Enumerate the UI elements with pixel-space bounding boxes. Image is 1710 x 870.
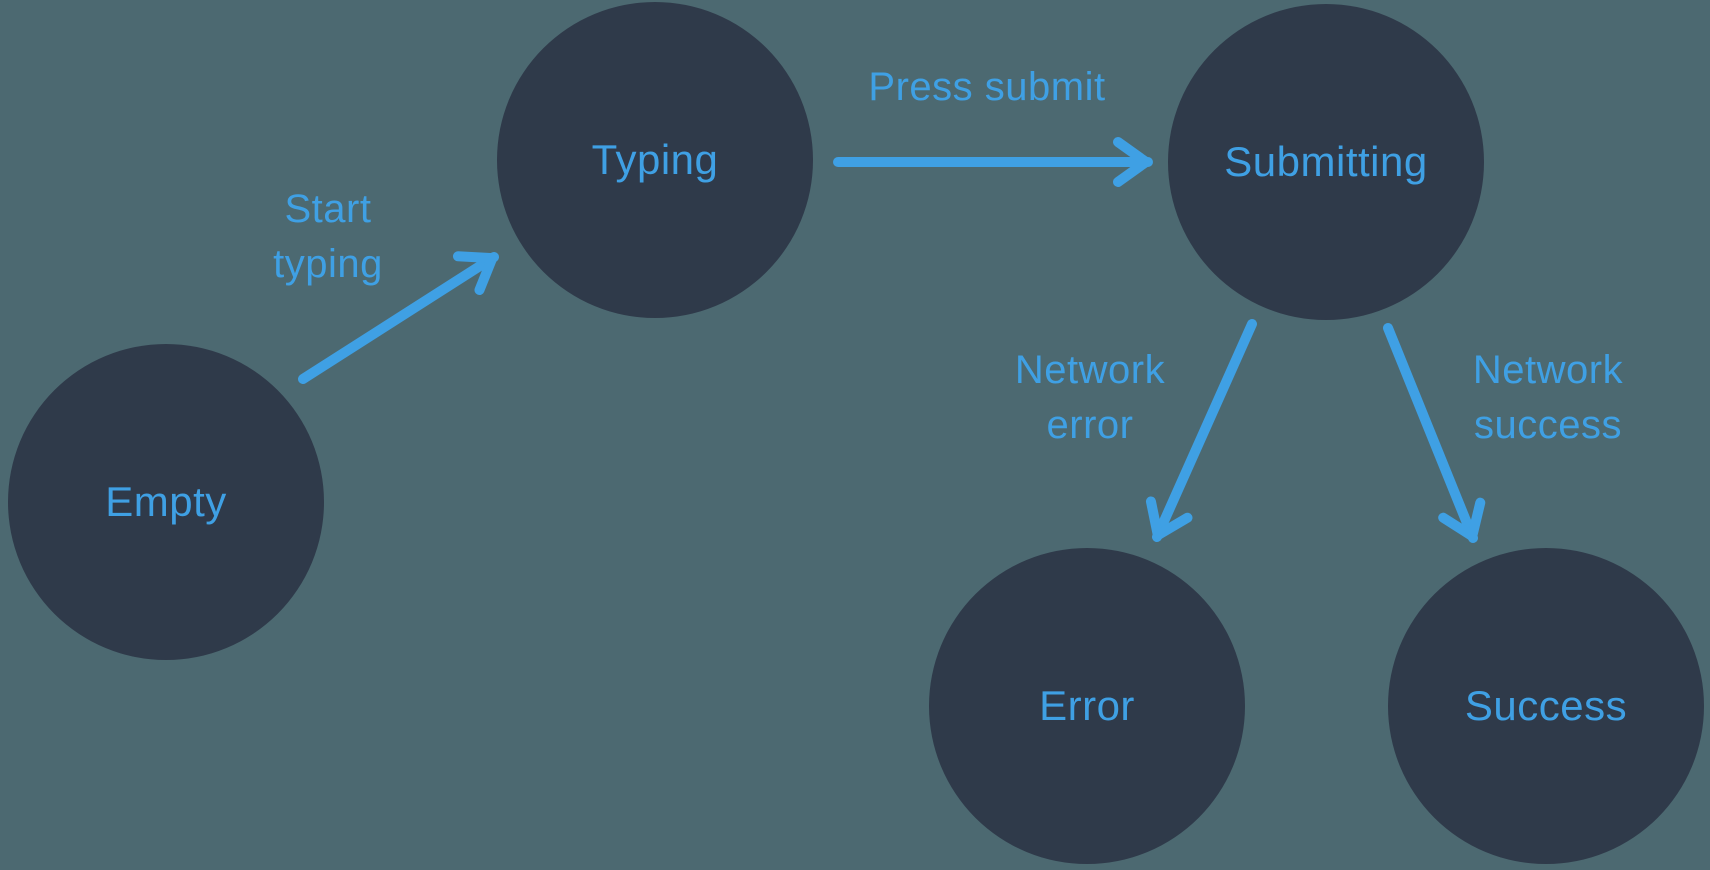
transition-label-start-typing: Start typing (168, 182, 488, 292)
transition-label-line: error (1046, 403, 1134, 447)
transition-label-press-submit: Press submit (827, 60, 1147, 115)
state-node-empty: Empty (8, 344, 324, 660)
transition-label-line: Network (1014, 348, 1166, 392)
state-label-success: Success (1464, 682, 1628, 729)
state-label-typing: Typing (591, 136, 719, 183)
transition-label-line: success (1474, 403, 1622, 447)
state-node-submitting: Submitting (1168, 4, 1484, 320)
state-node-success: Success (1388, 548, 1704, 864)
transition-label-network-error: Network error (930, 343, 1250, 453)
state-label-error: Error (1039, 682, 1135, 729)
transition-label-network-success: Network success (1388, 343, 1708, 453)
transition-label-line: typing (273, 242, 383, 286)
state-node-error: Error (929, 548, 1245, 864)
arrow-empty-to-typing (298, 251, 499, 384)
state-node-typing: Typing (497, 2, 813, 318)
arrow-submitting-to-success (1383, 323, 1486, 543)
arrow-submitting-to-error (1145, 319, 1257, 542)
transition-label-line: Network (1472, 348, 1624, 392)
transition-label-line: Start (284, 187, 372, 231)
transition-label-line: Press submit (868, 65, 1106, 109)
state-label-empty: Empty (105, 478, 227, 525)
state-label-submitting: Submitting (1224, 138, 1428, 185)
